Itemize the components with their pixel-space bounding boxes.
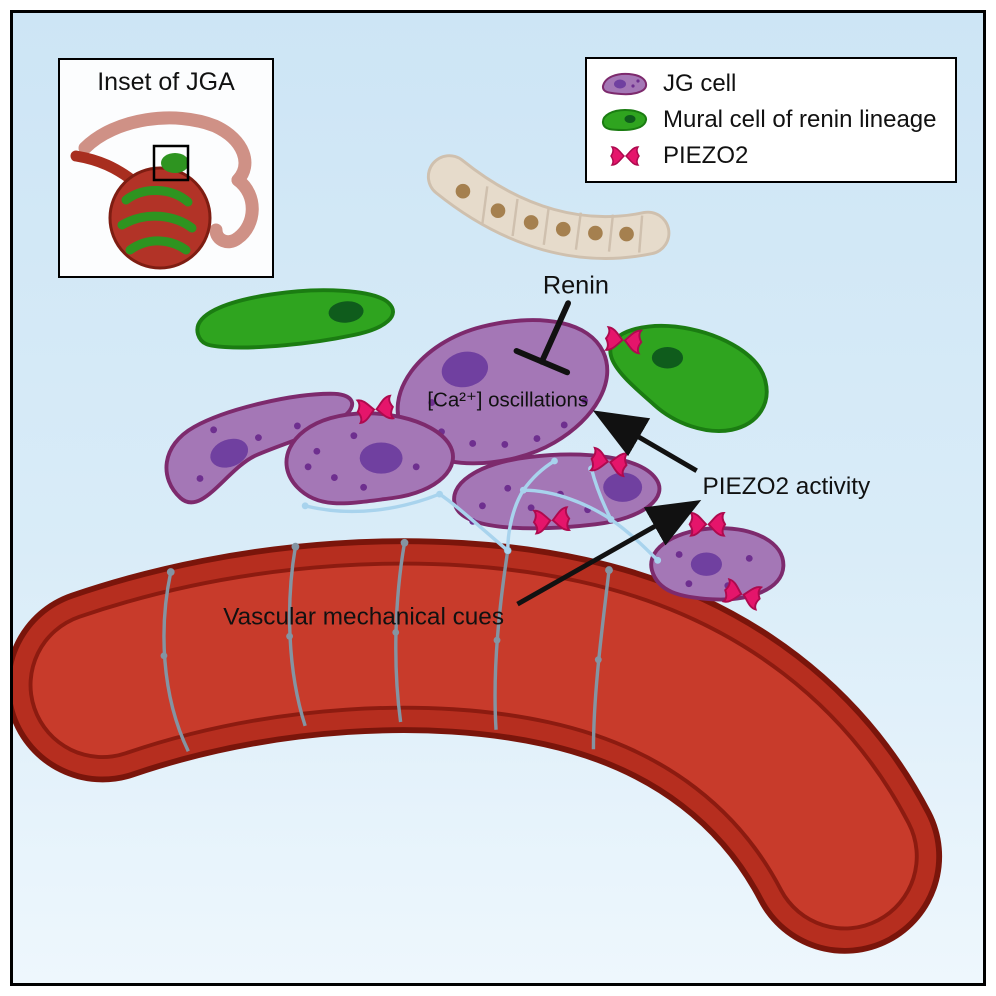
arrow-piezo2-activity xyxy=(592,410,698,473)
cell-granules xyxy=(304,432,420,491)
legend: JG cell Mural cell of renin lineage P xyxy=(585,57,957,183)
renin-label: Renin xyxy=(543,271,609,299)
legend-item-piezo2: PIEZO2 xyxy=(599,141,943,171)
nucleus xyxy=(328,301,364,323)
legend-label-mural-cell: Mural cell of renin lineage xyxy=(663,106,937,133)
inset-drawing xyxy=(70,111,259,270)
nerve-terminals-blue xyxy=(304,459,659,562)
inset-mural-region xyxy=(161,153,189,173)
jg-cell-icon xyxy=(599,70,651,98)
figure-frame: Renin [Ca²⁺] oscillations PIEZO2 activit… xyxy=(10,10,986,986)
nucleus xyxy=(603,472,643,502)
legend-label-jg-cell: JG cell xyxy=(663,70,737,97)
inset-glomerulus-capillaries xyxy=(117,185,197,255)
nucleus xyxy=(210,438,249,468)
inset-tubule xyxy=(78,111,259,249)
mural-cell-right xyxy=(608,323,769,433)
inset-of-jga: Inset of JGA xyxy=(58,58,274,278)
macula-densa-tubule xyxy=(426,154,671,260)
piezo2-activity-label: PIEZO2 activity xyxy=(703,473,871,500)
diagram-canvas: Renin [Ca²⁺] oscillations PIEZO2 activit… xyxy=(13,154,943,954)
nerve-fiber-dots xyxy=(160,538,613,664)
mural-cell-icon xyxy=(599,106,651,134)
jg-cell-right-lower xyxy=(649,526,786,602)
mural-cell-left xyxy=(195,288,395,350)
arrow-vascular-cues xyxy=(516,500,702,607)
ca-oscillations-label: [Ca²⁺] oscillations xyxy=(427,388,588,411)
inset-glomerulus xyxy=(108,153,212,270)
jg-cell-left xyxy=(164,391,355,505)
vascular-cues-label: Vascular mechanical cues xyxy=(223,604,504,631)
cell-granules xyxy=(469,484,592,525)
tubule-segment-lines xyxy=(481,186,644,253)
piezo2-icon xyxy=(599,144,651,168)
renin-inhibition-bar xyxy=(513,300,572,376)
legend-item-mural-cell: Mural cell of renin lineage xyxy=(599,105,943,135)
nucleus xyxy=(651,347,684,369)
nucleus xyxy=(359,442,403,474)
legend-label-piezo2: PIEZO2 xyxy=(663,142,749,169)
inset-zoom-square xyxy=(152,144,190,182)
jg-cell-middle xyxy=(284,411,455,506)
legend-item-jg-cell: JG cell xyxy=(599,69,943,99)
cell-granules xyxy=(196,422,301,482)
inset-arteriole xyxy=(70,150,138,186)
tubule-nuclei-dots xyxy=(455,183,634,242)
inset-title: Inset of JGA xyxy=(97,68,235,96)
nucleus xyxy=(690,552,722,576)
afferent-arteriole xyxy=(13,538,943,954)
nucleus xyxy=(441,351,489,388)
